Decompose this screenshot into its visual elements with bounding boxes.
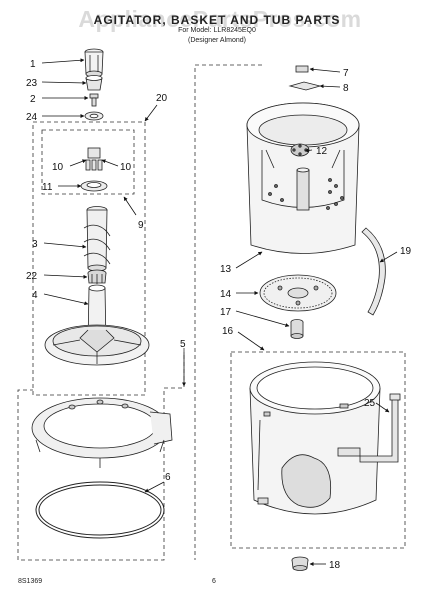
model-subtitle: For Model: LLR8245EQ0 xyxy=(178,27,256,34)
label-part-4: 4 xyxy=(32,290,38,301)
tub-ring xyxy=(31,397,173,468)
label-part-10-right: 10 xyxy=(120,162,132,173)
basket xyxy=(246,102,360,254)
part-1-agitator-cap xyxy=(84,48,104,78)
part-4-agitator-base xyxy=(44,284,150,366)
label-part-9: 9 xyxy=(138,220,144,231)
group-box-20 xyxy=(32,121,146,396)
part-10-dogs xyxy=(85,147,103,171)
part-18-cap xyxy=(291,556,309,571)
label-part-11: 11 xyxy=(42,182,53,193)
label-part-22: 22 xyxy=(26,271,38,282)
label-part-24: 24 xyxy=(26,112,38,123)
label-part-23: 23 xyxy=(26,78,38,89)
watermark: AppliancePartsPros.com xyxy=(78,6,362,32)
label-part-20: 20 xyxy=(156,93,168,104)
label-part-13: 13 xyxy=(220,264,232,275)
part-8-nut xyxy=(288,81,322,91)
part-7-clip xyxy=(295,65,309,73)
label-part-12: 12 xyxy=(316,146,328,157)
outer-tub xyxy=(249,361,381,515)
page-number: 6 xyxy=(212,578,216,585)
leader-lines xyxy=(41,58,398,566)
label-part-2: 2 xyxy=(30,94,36,105)
label-part-6: 6 xyxy=(165,472,171,483)
label-part-10-left: 10 xyxy=(52,162,64,173)
part-6-gasket xyxy=(35,481,165,539)
label-part-3: 3 xyxy=(32,239,38,250)
group-box-16 xyxy=(230,351,406,549)
part-3-auger xyxy=(83,206,111,272)
part-2-bolt xyxy=(89,93,99,107)
label-part-8: 8 xyxy=(343,83,349,94)
diagram-code: 8S1369 xyxy=(18,578,43,585)
part-25-pipe xyxy=(359,393,401,463)
part-19-hose xyxy=(361,227,386,316)
leader-path-basket xyxy=(194,64,262,560)
label-part-16: 16 xyxy=(222,326,234,337)
label-part-25: 25 xyxy=(364,398,376,409)
leader-path-5 xyxy=(17,348,185,561)
part-23-cap-insert xyxy=(85,75,103,91)
label-part-14: 14 xyxy=(220,289,232,300)
label-part-5: 5 xyxy=(180,339,186,350)
part-14-drive-plate xyxy=(259,274,337,312)
part-22-coupling xyxy=(87,269,107,284)
label-part-18: 18 xyxy=(329,560,341,571)
label-part-7: 7 xyxy=(343,68,349,79)
part-24-washer xyxy=(84,111,104,121)
label-part-17: 17 xyxy=(220,307,232,318)
part-11-dog-ring xyxy=(80,180,108,192)
label-part-19: 19 xyxy=(400,246,412,257)
group-box-9 xyxy=(41,129,135,195)
part-17-hub xyxy=(290,319,304,339)
diagram-title: AGITATOR, BASKET AND TUB PARTS xyxy=(93,13,341,27)
color-note: (Designer Almond) xyxy=(188,37,246,44)
label-part-1: 1 xyxy=(30,59,36,70)
